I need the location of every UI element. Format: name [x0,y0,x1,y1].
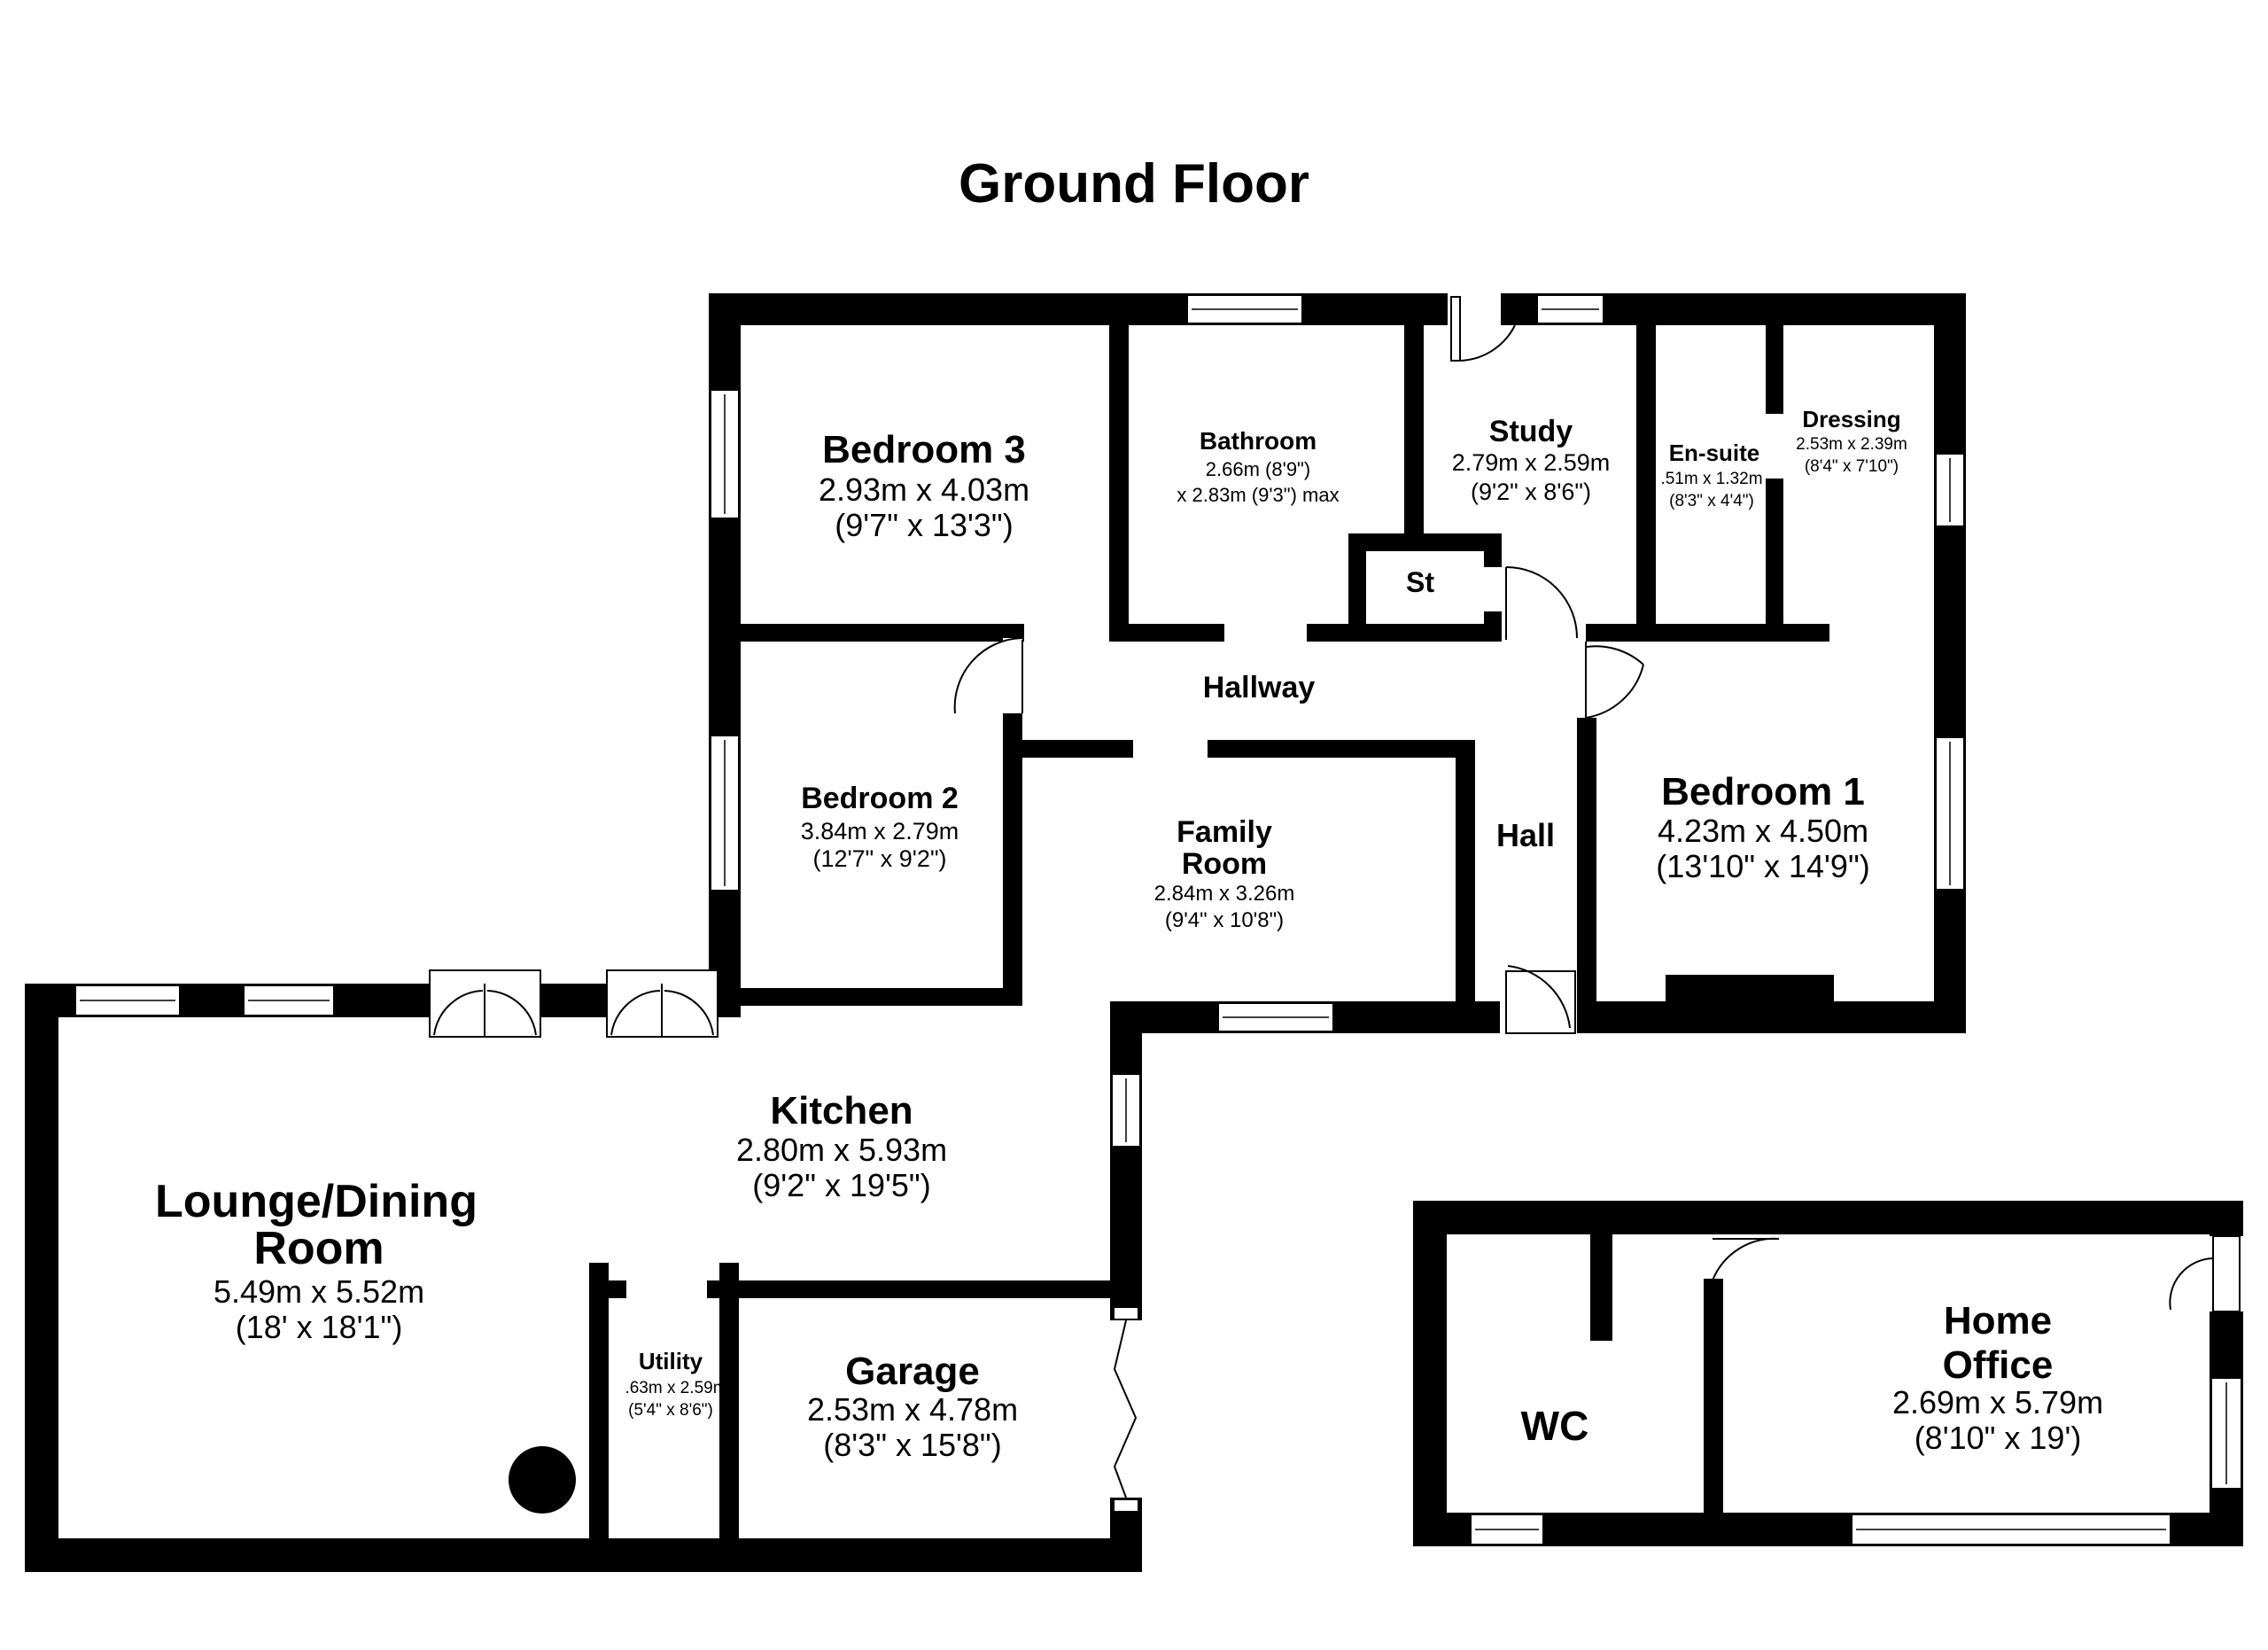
room-name-line1: Home [1944,1299,2052,1343]
room-kitchen: Kitchen 2.80m x 5.93m (9'2" x 19'5") [736,1089,947,1203]
room-dimensions-imperial: (8'3" x 15'8") [823,1427,1001,1463]
room-home-office: Home Office 2.69m x 5.79m (8'10" x 19') [1892,1299,2103,1456]
room-name-line2: Room [253,1223,384,1274]
room-dimensions-metric: .51m x 1.32m [1660,470,1762,488]
room-dimensions-imperial: (9'7" x 13'3") [835,507,1013,543]
room-bedroom-2: Bedroom 2 3.84m x 2.79m (12'7" x 9'2") [801,782,959,872]
room-study: Study 2.79m x 2.59m (9'2" x 8'6") [1452,415,1611,505]
room-dimensions-imperial: (18' x 18'1") [236,1309,403,1345]
room-name: Kitchen [770,1089,913,1132]
room-dimensions-imperial: (8'10" x 19') [1915,1420,2082,1456]
room-utility: Utility .63m x 2.59m (5'4" x 8'6") [625,1348,726,1420]
room-dressing: Dressing 2.53m x 2.39m (8'4" x 7'10") [1796,406,1907,476]
room-name: Bathroom [1200,427,1317,455]
room-dimensions-imperial: (13'10" x 14'9") [1656,848,1869,884]
room-dimensions-metric: 5.49m x 5.52m [214,1273,424,1310]
room-name: En-suite [1669,440,1760,466]
interior-walls [589,325,1834,1546]
room-dimensions-imperial: (8'4" x 7'10") [1805,457,1899,476]
room-hall: Hall [1496,817,1555,853]
room-en-suite: En-suite .51m x 1.32m (8'3" x 4'4") [1660,440,1762,510]
room-dimensions-imperial: (9'4" x 10'8") [1165,908,1284,932]
room-dimensions-metric: 3.84m x 2.79m [801,818,959,844]
room-dimensions-metric: .63m x 2.59m [625,1379,726,1397]
room-family-room: Family Room 2.84m x 3.26m (9'4" x 10'8") [1154,815,1295,932]
room-dimensions-metric: 2.84m x 3.26m [1154,882,1295,906]
room-name-line2: Room [1182,847,1267,881]
room-dimensions-imperial: (9'2" x 8'6") [1471,479,1591,505]
room-name-line1: Lounge/Dining [155,1176,478,1227]
room-name-line2: Office [1943,1343,2054,1387]
windows [74,294,1965,1148]
room-dimensions-metric: 2.69m x 5.79m [1892,1384,2103,1420]
room-dimensions-imperial: (8'3" x 4'4") [1669,492,1754,510]
room-store: St [1406,566,1434,598]
room-dimensions-metric: 2.79m x 2.59m [1452,449,1611,476]
room-name-line1: Family [1177,815,1272,849]
room-dimensions-metric: 2.53m x 2.39m [1796,435,1907,454]
room-dimensions-metric: 4.23m x 4.50m [1658,813,1868,849]
room-dimensions-imperial: (12'7" x 9'2") [812,845,946,872]
room-dimensions-metric: 2.53m x 4.78m [807,1391,1018,1428]
boiler-symbol [509,1446,576,1514]
room-bedroom-1: Bedroom 1 4.23m x 4.50m (13'10" x 14'9") [1656,770,1869,884]
room-name: Bedroom 2 [801,782,959,815]
room-bedroom-3: Bedroom 3 2.93m x 4.03m (9'7" x 13'3") [819,428,1029,543]
room-bathroom: Bathroom 2.66m (8'9") x 2.83m (9'3") max [1177,427,1339,506]
room-dimensions-imperial: (9'2" x 19'5") [752,1167,930,1203]
outbuilding-openings [1470,1235,2246,1545]
room-dimensions-metric: 2.93m x 4.03m [819,471,1029,508]
room-name: Garage [845,1350,980,1393]
room-dimensions-metric: 2.80m x 5.93m [736,1132,947,1168]
room-dimensions-line2: x 2.83m (9'3") max [1177,484,1339,506]
room-dimensions-line1: 2.66m (8'9") [1206,458,1310,480]
outbuilding-walls [1413,1201,2243,1546]
room-wc: WC [1521,1403,1589,1449]
room-name: Utility [639,1348,703,1374]
room-garage: Garage 2.53m x 4.78m (8'3" x 15'8") [807,1350,1018,1463]
room-lounge-dining: Lounge/Dining Room 5.49m x 5.52m (18' x … [155,1176,478,1345]
room-name: Dressing [1802,406,1900,432]
doors [429,296,1644,1513]
room-hallway: Hallway [1203,671,1316,704]
room-name: Bedroom 1 [1661,770,1865,813]
room-name: Study [1489,415,1573,448]
room-name: Bedroom 3 [822,428,1026,471]
plan-title: Ground Floor [959,153,1309,214]
room-dimensions-imperial: (5'4" x 8'6") [628,1401,713,1420]
